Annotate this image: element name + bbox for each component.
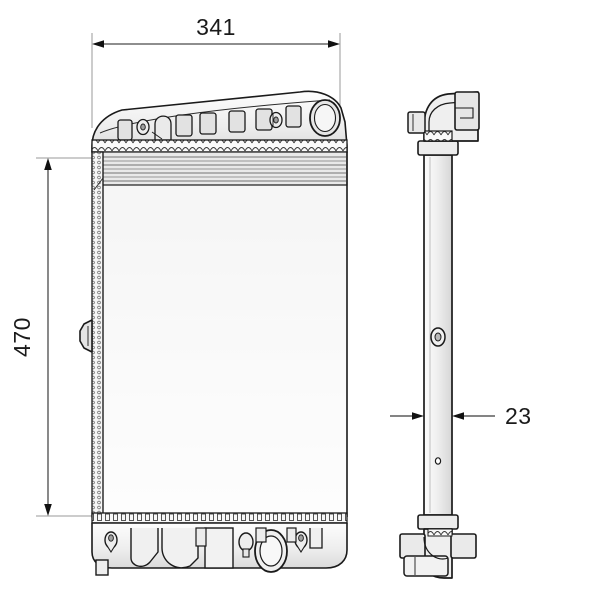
tank-mounting-holes: [136, 111, 283, 136]
bottom-mounting-holes: [104, 531, 308, 554]
dimension-label-470: 470: [9, 317, 35, 357]
upper-collar: [417, 140, 459, 156]
dimension-height-470: 470: [9, 157, 104, 517]
side-view: [399, 91, 480, 579]
dimension-label-341: 341: [196, 14, 236, 40]
grommet-hole: [430, 327, 446, 347]
top-tank: [91, 90, 348, 153]
top-elbow-fitting: [407, 91, 480, 142]
bottom-tee-fitting: [399, 528, 477, 579]
dimension-width-341: 341: [91, 14, 341, 128]
dimension-label-23: 23: [505, 403, 532, 429]
front-view: [79, 90, 348, 576]
bottom-seam-band: [91, 512, 348, 524]
dimension-depth-23: 23: [390, 403, 532, 429]
lower-collar: [417, 514, 459, 530]
left-side-channel: [91, 151, 104, 518]
core-upper-fin-band: [91, 151, 348, 186]
filler-neck: [309, 99, 341, 137]
small-hole: [434, 457, 442, 465]
tank-slot-group: [117, 105, 302, 141]
bottom-tank: [91, 522, 348, 576]
side-bracket: [79, 319, 93, 353]
core-fins: [92, 152, 347, 517]
